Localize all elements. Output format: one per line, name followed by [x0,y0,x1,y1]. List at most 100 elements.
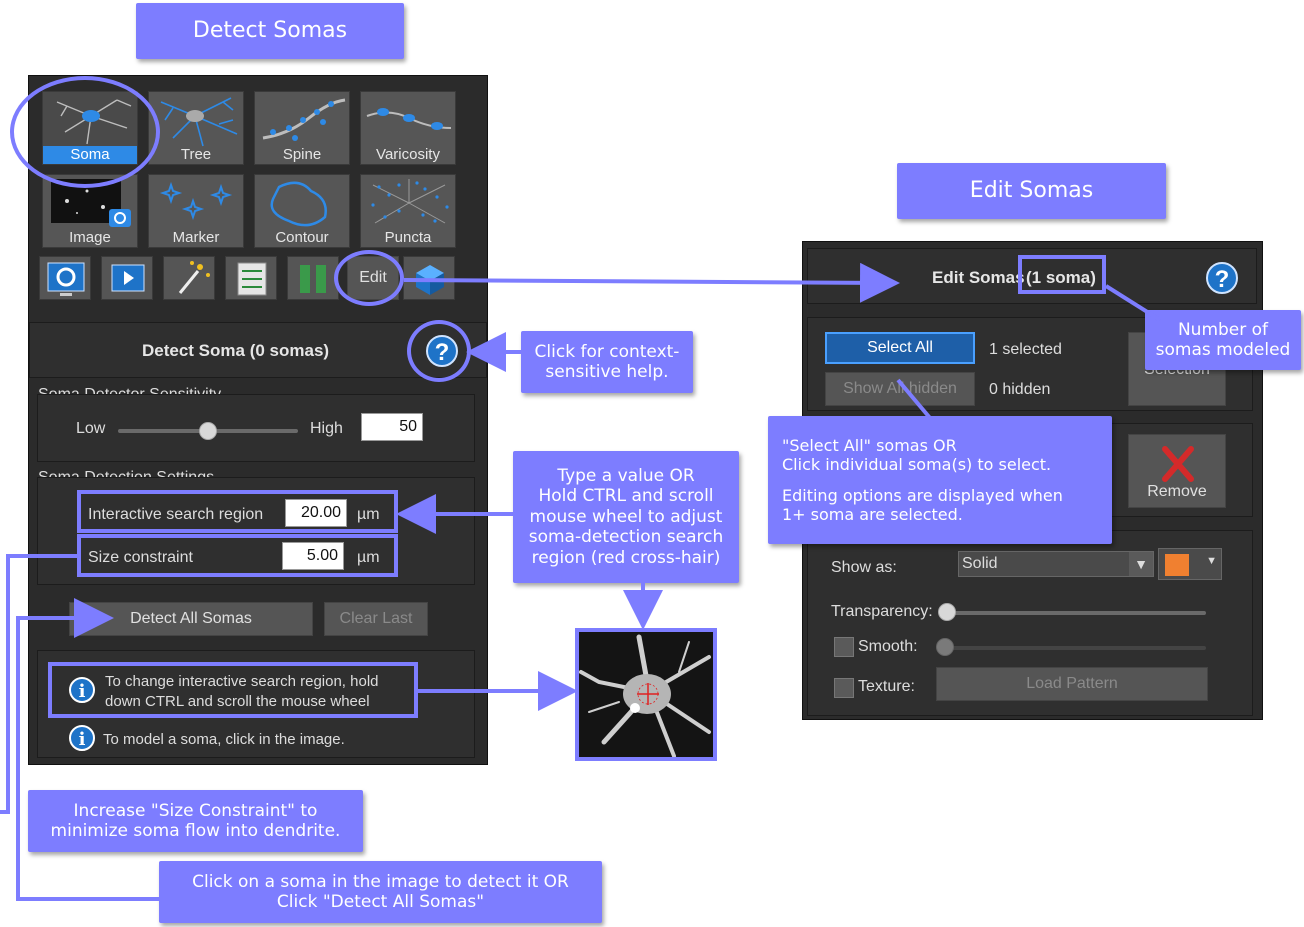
texture-checkbox[interactable] [834,678,854,698]
edit-somas-callout-title: Edit Somas [969,177,1094,203]
spine-icon [262,98,346,141]
type-value-line4: soma-detection search [528,527,724,548]
select-all-callout-line4: 1+ soma are selected. [782,505,963,525]
help-icon-highlight [407,320,471,382]
search-region-label: Interactive search region [88,506,264,523]
tool-3d[interactable] [403,256,455,300]
number-modeled-line2: somas modeled [1155,340,1291,360]
context-help-line1: Click for context- [534,341,680,362]
tool-columns[interactable] [287,256,339,300]
select-all-label: Select All [867,339,933,356]
remove-button[interactable]: Remove [1128,434,1226,508]
selected-count: 1 selected [989,341,1062,358]
show-all-hidden-button[interactable]: Show All hidden [825,372,975,406]
sensitivity-input[interactable]: 50 [361,413,423,441]
clear-last-button[interactable]: Clear Last [324,602,428,636]
transparency-slider[interactable] [948,611,1206,615]
load-pattern-button[interactable]: Load Pattern [936,667,1208,701]
tile-marker[interactable]: Marker [148,174,244,248]
edit-somas-title: Edit Somas [932,268,1025,287]
type-value-line3: mouse wheel to adjust [529,506,723,527]
info-text-line2: down CTRL and scroll the mouse wheel [105,693,370,710]
size-constraint-input[interactable]: 5.00 [282,542,344,570]
smooth-slider[interactable] [944,646,1206,650]
tool-film[interactable] [101,256,153,300]
show-as-label: Show as: [831,559,897,576]
context-help-line2: sensitive help. [545,362,669,382]
chevron-down-icon: ▼ [1129,552,1153,576]
edit-button-highlight [334,250,404,306]
marker-icon [159,181,233,221]
tile-puncta[interactable]: Puncta [360,174,456,248]
neuron-image[interactable] [575,628,717,761]
select-all-button[interactable]: Select All [825,332,975,364]
type-value-callout: Type a value OR Hold CTRL and scroll mou… [513,451,739,583]
load-pattern-label: Load Pattern [1026,675,1118,692]
tree-icon [160,97,238,147]
color-picker[interactable]: ▼ [1158,548,1222,580]
tile-puncta-label: Puncta [384,229,432,246]
smooth-label: Smooth: [858,638,918,655]
columns-icon [300,265,326,293]
search-region-unit: µm [357,506,380,523]
transparency-slider-knob[interactable] [938,603,956,621]
tile-tree-label: Tree [180,146,212,163]
size-constraint-label: Size constraint [88,549,193,566]
smooth-checkbox[interactable] [834,637,854,657]
select-all-callout-line1: "Select All" somas OR [782,435,957,455]
tool-magic-wand[interactable] [163,256,215,300]
tile-contour[interactable]: Contour [254,174,350,248]
tile-marker-label: Marker [172,229,220,246]
show-all-hidden-label: Show All hidden [843,380,957,397]
click-soma-callout: Click on a soma in the image to detect i… [159,861,602,923]
info-highlight [48,662,418,718]
edit-somas-header: Edit Somas (1 soma) ? [807,248,1257,304]
contour-icon [270,181,327,227]
select-all-callout: "Select All" somas OR Click individual s… [768,416,1112,544]
type-value-line5: region (red cross-hair) [531,547,721,568]
type-value-line1: Type a value OR [557,466,695,487]
tile-varicosity[interactable]: Varicosity [360,91,456,165]
info-text-model: To model a soma, click in the image. [103,731,345,748]
puncta-icon [371,179,449,224]
tile-image-label: Image [69,229,111,246]
sensitivity-slider-knob[interactable] [199,422,217,440]
texture-label: Texture: [858,678,915,695]
remove-icon [1162,446,1194,482]
count-highlight [1018,255,1106,294]
display-box: Show as: Solid ▼ ▼ Transparency: Smooth:… [807,530,1253,716]
tile-tree[interactable]: Tree [148,91,244,165]
size-constraint-callout-line1: Increase "Size Constraint" to [73,800,318,821]
number-modeled-callout: Number of somas modeled [1145,310,1301,370]
sensitivity-high: High [310,420,343,437]
smooth-slider-knob[interactable] [936,638,954,656]
edit-help-icon[interactable]: ? [1206,262,1238,294]
film-icon [111,264,145,292]
tile-spine-label: Spine [282,146,322,163]
size-constraint-highlight [77,534,398,577]
select-all-callout-line3: Editing options are displayed when [782,486,1063,505]
show-as-value: Solid [962,555,998,572]
click-soma-callout-line2: Click "Detect All Somas" [276,892,485,912]
click-soma-callout-line1: Click on a soma in the image to detect i… [192,871,569,892]
tile-spine[interactable]: Spine [254,91,350,165]
image-icon [51,179,131,227]
edit-somas-count: (1 soma) [1026,268,1096,287]
color-swatch [1165,554,1189,576]
varicosity-icon [366,108,452,130]
size-constraint-callout-line2: minimize soma flow into dendrite. [50,821,341,841]
search-region-highlight [77,490,398,533]
info-icon-2: i [69,725,95,751]
tile-varicosity-label: Varicosity [376,146,440,163]
number-modeled-line1: Number of [1177,319,1269,340]
tile-contour-label: Contour [275,229,329,246]
search-region-input[interactable]: 20.00 [285,499,347,527]
detect-all-somas-button[interactable]: Detect All Somas [69,602,313,636]
size-constraint-unit: µm [357,549,380,566]
tool-settings[interactable] [39,256,91,300]
tool-list-settings[interactable] [225,256,277,300]
list-settings-icon [237,262,267,296]
magic-wand-icon [178,261,210,294]
context-help-callout: Click for context- sensitive help. [521,331,693,393]
show-as-select[interactable]: Solid ▼ [958,551,1154,577]
